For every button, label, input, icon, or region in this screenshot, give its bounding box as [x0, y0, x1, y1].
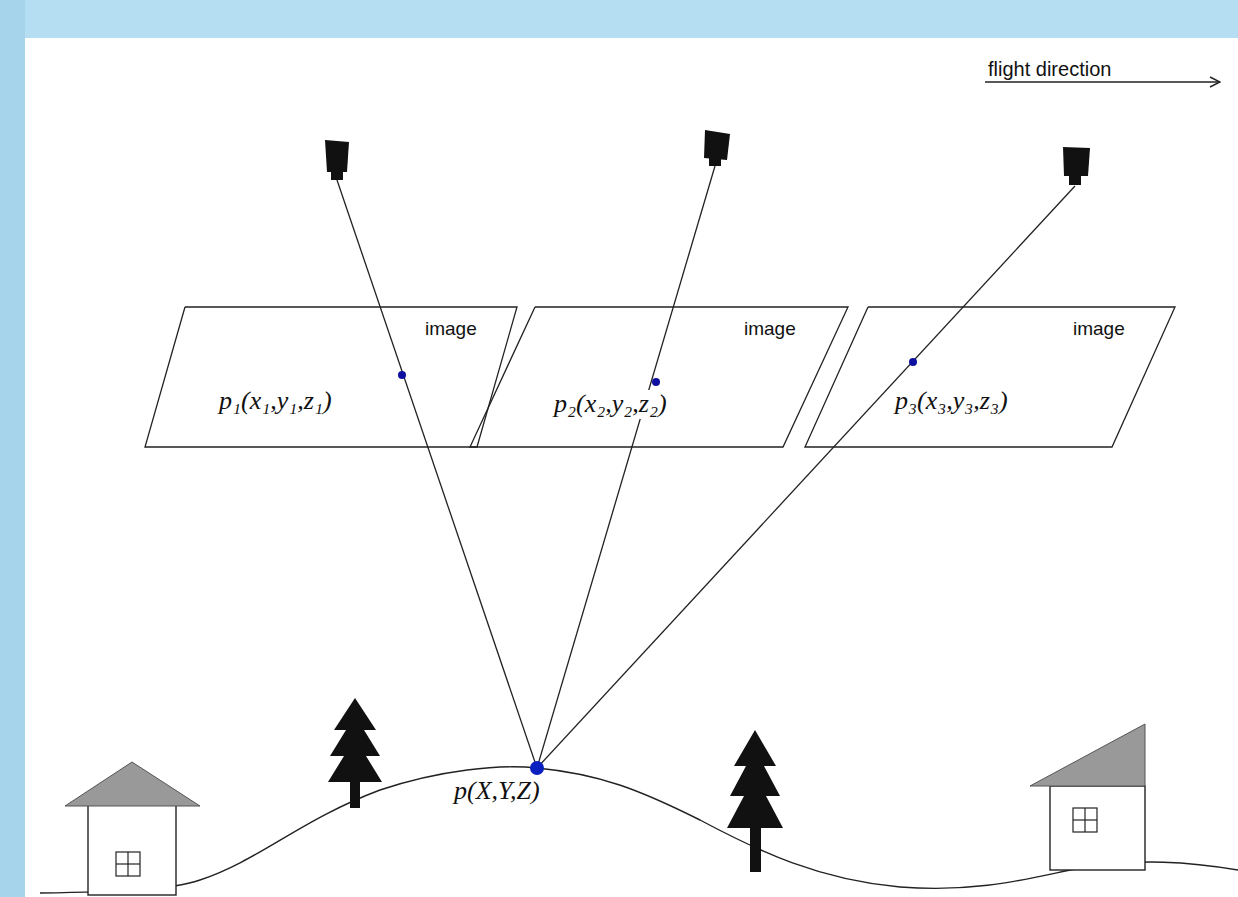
side-strip: [0, 0, 25, 897]
image-point: [398, 371, 406, 379]
image-plane: image p₃(x₃,y₃,z₃): [805, 307, 1175, 447]
house-icon: [1030, 724, 1145, 870]
image-plane: image p₁(x₁,y₁,z₁): [145, 307, 517, 447]
ground-point: [530, 761, 544, 775]
ray: [537, 166, 715, 768]
points: [398, 358, 917, 775]
plane-border: [145, 307, 517, 447]
plane-title: image: [423, 319, 479, 340]
camera-icon: [704, 130, 730, 166]
ray: [337, 180, 537, 768]
ray: [537, 186, 1075, 768]
tree-icon: [328, 698, 382, 808]
plane-title: image: [742, 319, 798, 340]
direction-arrow: [985, 81, 1220, 82]
image-coordinate: p₂(x₂,y₂,z₂): [552, 390, 669, 419]
camera-icon: [1063, 147, 1090, 185]
white-panel: [25, 38, 1238, 897]
tree-icon: [727, 730, 783, 872]
cameras: [325, 130, 1090, 185]
plane-border: [805, 307, 1175, 447]
image-coordinate: p₃(x₃,y₃,z₃): [893, 387, 1010, 416]
direction-label: flight direction: [986, 58, 1113, 80]
house-icon: [65, 762, 200, 895]
plane-border: [470, 307, 848, 447]
image-point: [909, 358, 917, 366]
rays: [337, 166, 1075, 768]
plane-title: image: [1071, 319, 1127, 340]
point-label: p(X,Y,Z): [452, 777, 542, 806]
image-coordinate: p₁(x₁,y₁,z₁): [217, 387, 334, 416]
image-plane: image p₂(x₂,y₂,z₂): [470, 307, 848, 447]
camera-icon: [325, 140, 349, 180]
image-point: [652, 378, 660, 386]
